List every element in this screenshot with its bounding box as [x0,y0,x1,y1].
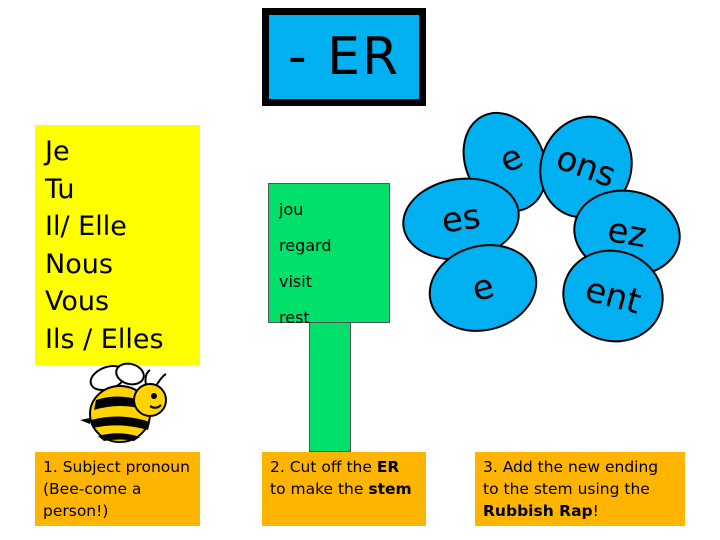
step-2-prefix: 2. Cut off the [270,458,377,476]
step-2-middle: to make the [270,480,369,498]
stem-rest: rest [279,308,310,327]
pronoun-vous: Vous [45,286,110,317]
pronoun-list: Je Tu Il/ Elle Nous Vous Ils / Elles [35,125,200,365]
step-2-er: ER [376,458,400,476]
stem-visit: visit [279,272,312,291]
step-2-stem: stem [368,480,412,498]
stem-regard: regard [279,236,332,255]
slide-title: - ER [267,13,421,101]
step-3-rubbish-rap: Rubbish Rap [483,502,593,520]
title-box: - ER [262,8,426,106]
stem-jou: jou [279,200,304,219]
step-1-text: 1. Subject pronoun (Bee-come a person!) [43,458,190,520]
step-2-caption: 2. Cut off the ER to make the stem [262,452,426,526]
bee-icon [80,362,167,443]
flower-stalk [309,322,351,452]
pronoun-il-elle: Il/ Elle [45,211,127,242]
pronoun-ils-elles: Ils / Elles [45,323,164,355]
step-3-prefix: 3. Add the new ending to the stem using … [483,458,659,498]
pronoun-tu: Tu [45,173,75,205]
pronoun-je: Je [45,136,70,167]
step-3-suffix: ! [592,502,599,520]
step-3-caption: 3. Add the new ending to the stem using … [475,452,685,526]
pronoun-nous: Nous [45,248,113,280]
step-1-caption: 1. Subject pronoun (Bee-come a person!) [35,452,200,526]
stem-box: jou regard visit rest [268,183,390,327]
